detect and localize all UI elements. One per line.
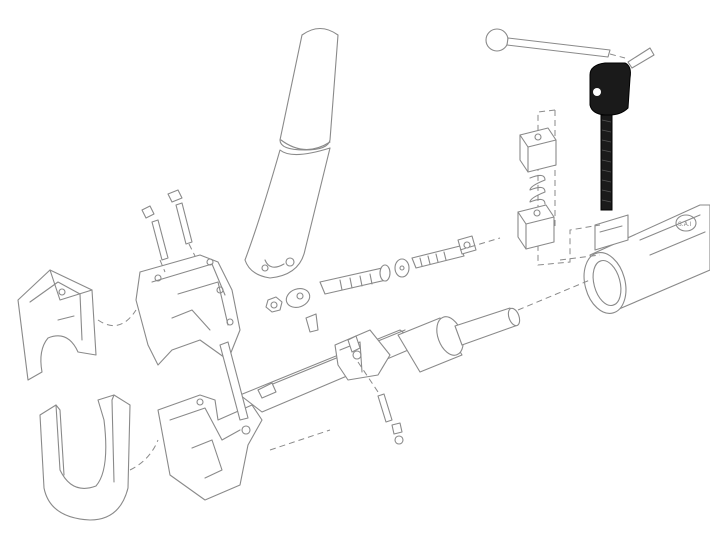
upper-half-shell bbox=[17, 269, 97, 381]
large-tube: S.A.I bbox=[583, 204, 710, 314]
upper-block bbox=[519, 127, 557, 173]
small-nut bbox=[265, 296, 283, 313]
axis-dash-1 bbox=[517, 279, 591, 311]
bolt-shank bbox=[600, 114, 613, 211]
shaft-clevis bbox=[334, 329, 391, 381]
bolt-dash-2 bbox=[188, 243, 196, 257]
lever-handle bbox=[244, 27, 339, 279]
guide-dash-1 bbox=[97, 309, 137, 327]
spring bbox=[529, 174, 546, 205]
threaded-bolt-assembly bbox=[319, 235, 477, 295]
lower-block bbox=[517, 204, 555, 250]
guide-dash-5 bbox=[559, 254, 601, 261]
main-shaft bbox=[239, 329, 421, 413]
guide-dash-4 bbox=[459, 237, 501, 251]
guide-dash-3 bbox=[269, 429, 331, 451]
tube-label: S.A.I bbox=[678, 221, 692, 228]
lower-pin-set bbox=[357, 361, 404, 445]
bolt-dash-1 bbox=[159, 259, 166, 273]
ball-pin bbox=[485, 28, 655, 69]
shaft-collar bbox=[397, 307, 521, 373]
pivot-bracket bbox=[135, 254, 241, 366]
eccentric-disc bbox=[285, 288, 319, 333]
dashed-bracket bbox=[537, 109, 601, 266]
linking-rod bbox=[219, 341, 277, 421]
lower-half-shell bbox=[39, 394, 131, 521]
bracket-bolts bbox=[141, 189, 193, 261]
highlighted-bolt bbox=[589, 62, 631, 211]
guide-dash-2 bbox=[129, 439, 159, 471]
bolt-hole bbox=[593, 88, 601, 96]
lower-clamp-bracket bbox=[157, 394, 263, 501]
